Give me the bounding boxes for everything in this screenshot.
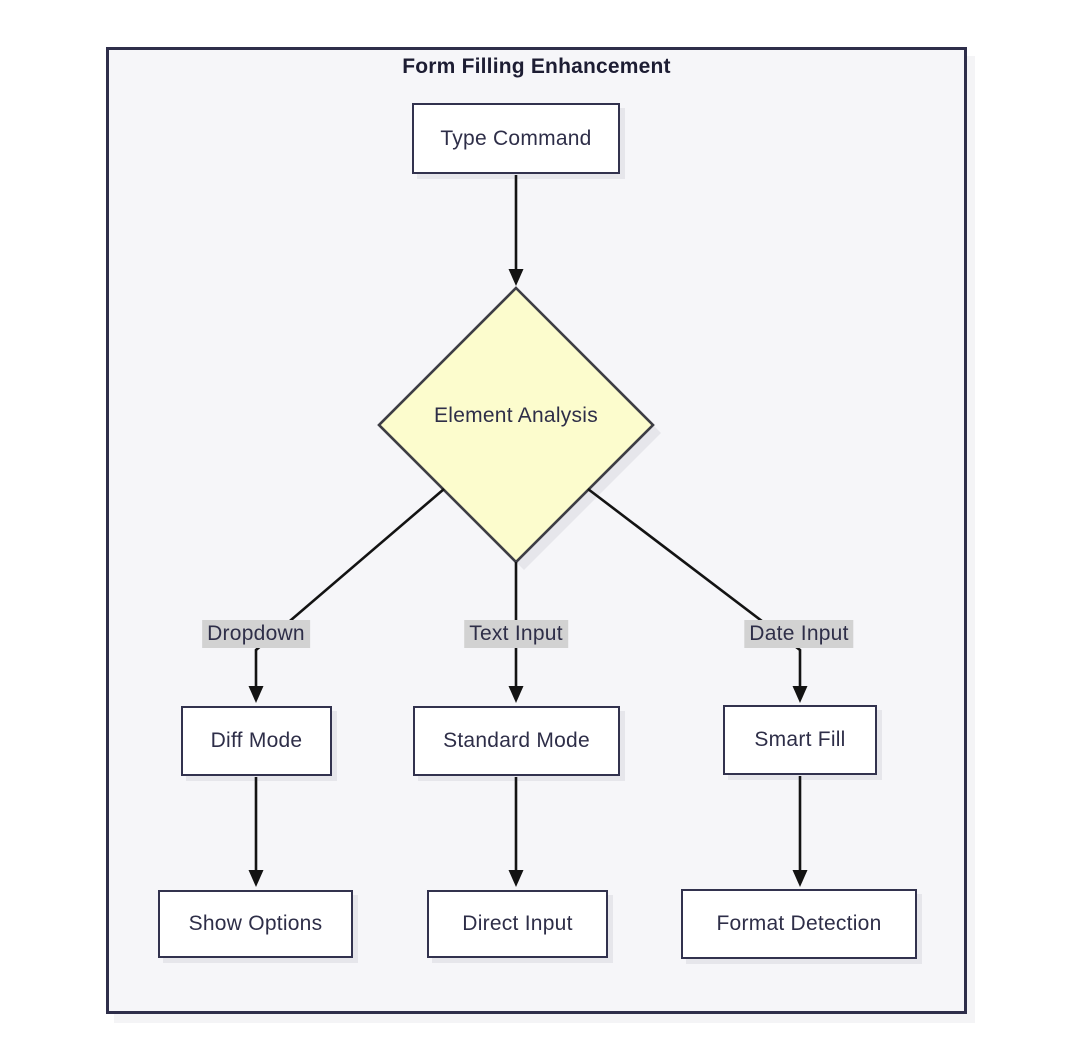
node-type-command-label: Type Command bbox=[440, 126, 592, 150]
edge-label-dropdown: Dropdown bbox=[202, 620, 310, 648]
node-smart-fill: Smart Fill bbox=[723, 705, 877, 775]
node-format-detection: Format Detection bbox=[681, 889, 917, 959]
node-diff-mode: Diff Mode bbox=[181, 706, 332, 776]
node-direct-input-label: Direct Input bbox=[462, 912, 573, 935]
node-standard-mode-label: Standard Mode bbox=[443, 729, 590, 752]
node-type-command: Type Command bbox=[412, 103, 620, 174]
node-format-detection-label: Format Detection bbox=[716, 912, 882, 935]
diagram-frame bbox=[106, 47, 967, 1014]
edge-label-text-input: Text Input bbox=[464, 620, 568, 648]
node-show-options-label: Show Options bbox=[188, 912, 323, 935]
edge-label-date-input: Date Input bbox=[744, 620, 854, 648]
node-standard-mode: Standard Mode bbox=[413, 706, 620, 776]
node-direct-input: Direct Input bbox=[427, 890, 608, 958]
node-smart-fill-label: Smart Fill bbox=[754, 728, 846, 751]
node-element-analysis-label: Element Analysis bbox=[434, 404, 598, 427]
node-show-options: Show Options bbox=[158, 890, 353, 958]
node-diff-mode-label: Diff Mode bbox=[210, 729, 303, 752]
diagram-title: Form Filling Enhancement bbox=[402, 55, 671, 78]
